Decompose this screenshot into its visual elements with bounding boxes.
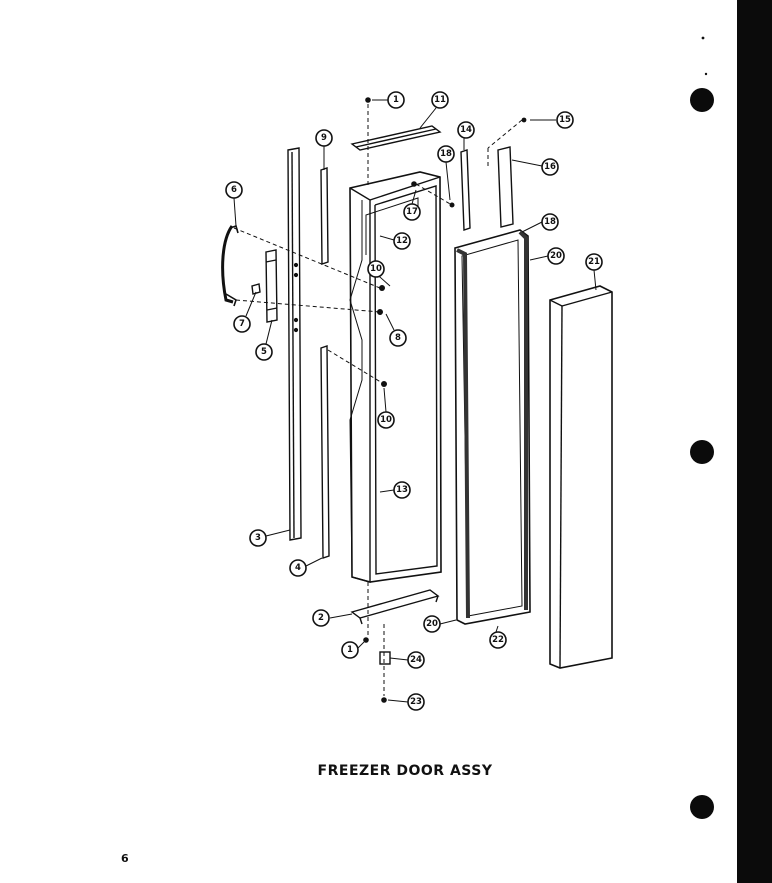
callout-4: 4 xyxy=(295,563,301,573)
callout-7: 7 xyxy=(239,319,245,329)
callout-10-lower: 10 xyxy=(380,415,392,425)
binder-hole-2 xyxy=(690,440,714,464)
diagram-caption: FREEZER DOOR ASSY xyxy=(317,763,493,779)
alignment-lines xyxy=(233,104,523,696)
callout-15: 15 xyxy=(559,115,571,125)
callout-8: 8 xyxy=(395,333,401,343)
part-trim-strip-3 xyxy=(287,147,302,541)
binding-edge xyxy=(737,0,772,883)
part-bottom-hinge-2 xyxy=(350,589,440,625)
callout-9: 9 xyxy=(321,133,327,143)
part-liner-12 xyxy=(365,197,419,255)
part-handle-6 xyxy=(221,224,239,307)
screw-icons xyxy=(363,36,708,703)
callout-20-lower: 20 xyxy=(426,619,438,629)
callout-24: 24 xyxy=(410,655,422,665)
callout-5: 5 xyxy=(261,347,267,357)
callout-14: 14 xyxy=(460,125,472,135)
binder-hole-3 xyxy=(690,795,714,819)
part-door-panel-21 xyxy=(549,285,613,669)
callout-11: 11 xyxy=(434,95,446,105)
part-door-frame-13 xyxy=(349,171,442,583)
callout-circles xyxy=(225,91,603,711)
leader-lines xyxy=(233,99,597,703)
part-strip-9 xyxy=(320,167,329,265)
callout-20-upper: 20 xyxy=(550,251,562,261)
callout-16: 16 xyxy=(544,162,556,172)
callout-10-upper: 10 xyxy=(370,264,382,274)
callout-18-upper: 18 xyxy=(440,149,452,159)
callout-12: 12 xyxy=(396,236,408,246)
page-number: 6 xyxy=(121,852,129,865)
part-clip-7 xyxy=(251,283,261,295)
part-cap-14 xyxy=(460,149,471,231)
callout-1-top: 1 xyxy=(393,95,399,105)
callout-6: 6 xyxy=(231,185,237,195)
callout-3: 3 xyxy=(255,533,261,543)
part-cap-16 xyxy=(497,146,514,228)
part-bushing-24 xyxy=(379,651,391,665)
callout-21: 21 xyxy=(588,257,600,267)
callout-18-lower: 18 xyxy=(544,217,556,227)
part-gasket-20 xyxy=(454,229,531,625)
callout-13: 13 xyxy=(396,485,408,495)
callout-17: 17 xyxy=(406,207,418,217)
part-bracket-5 xyxy=(265,249,278,323)
part-top-cap-11 xyxy=(350,125,442,151)
binder-hole-1 xyxy=(690,88,714,112)
part-strip-4 xyxy=(320,345,330,559)
callout-1-bottom: 1 xyxy=(347,645,353,655)
callout-2: 2 xyxy=(318,613,324,623)
callout-23: 23 xyxy=(410,697,422,707)
callout-22: 22 xyxy=(492,635,504,645)
